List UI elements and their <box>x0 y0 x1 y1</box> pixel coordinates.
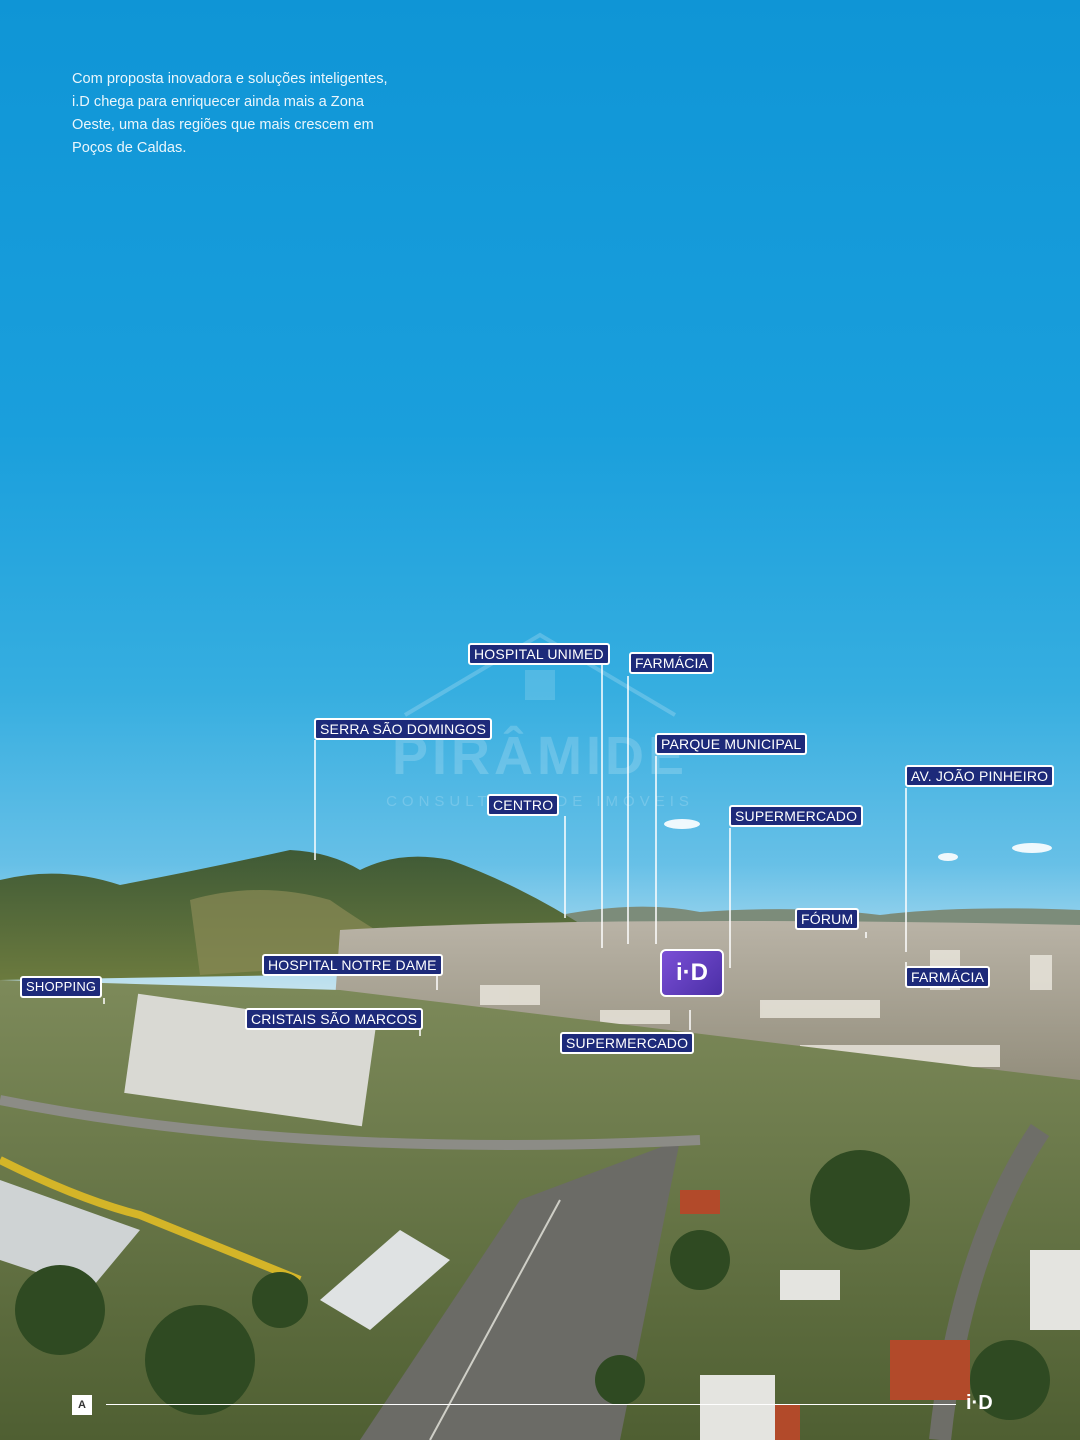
label-parque-municipal: PARQUE MUNICIPAL <box>655 733 808 755</box>
project-logo-badge: i·D <box>660 949 724 997</box>
label-forum: FÓRUM <box>795 908 860 930</box>
label-serra-sao-domingos: SERRA SÃO DOMINGOS <box>314 718 493 740</box>
brand-mark-icon: A <box>72 1395 92 1415</box>
label-supermercado-bottom: SUPERMERCADO <box>560 1032 695 1054</box>
label-supermercado-top: SUPERMERCADO <box>729 805 864 827</box>
label-farmacia-top: FARMÁCIA <box>629 652 715 674</box>
label-hospital-notre-dame: HOSPITAL NOTRE DAME <box>262 954 443 976</box>
intro-text: Com proposta inovadora e soluções inteli… <box>72 71 388 156</box>
footer-logo: i·D <box>966 1392 993 1414</box>
label-hospital-unimed: HOSPITAL UNIMED <box>468 643 610 665</box>
label-av-joao-pinheiro: AV. JOÃO PINHEIRO <box>905 765 1055 787</box>
label-farmacia-right: FARMÁCIA <box>905 966 991 988</box>
label-shopping: SHOPPING <box>20 976 103 998</box>
label-cristais-sao-marcos: CRISTAIS SÃO MARCOS <box>245 1008 424 1030</box>
label-centro: CENTRO <box>487 794 560 816</box>
house-watermark-icon <box>403 632 677 717</box>
footer-divider <box>106 1404 956 1405</box>
